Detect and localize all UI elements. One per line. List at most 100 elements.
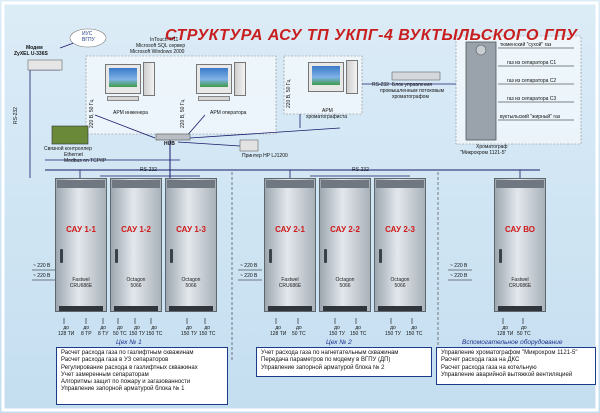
cloud-label-2: ВГПУ <box>82 37 95 43</box>
function-item: Расчет расхода газа в УЗ сепараторов <box>61 357 169 364</box>
operator-keyboard <box>198 96 230 101</box>
cloud-label-1: ИУС <box>82 31 93 37</box>
io-label-b1: до 128 ТИ <box>270 325 287 337</box>
operator-power-label: 220 В, 50 Гц <box>180 99 186 128</box>
io-label-a5: до 150 ТУ <box>129 325 145 337</box>
power-label-2a: ~ 220 В <box>240 263 258 269</box>
gas-label-1: тюменский "сухой" газ <box>500 42 552 48</box>
cabinet-controller: Fastwel CRU686E <box>69 277 93 289</box>
chromato-power-label: 220 В, 50 Гц <box>286 79 292 108</box>
cabinet-sau-vo: САУ ВО Fastwel CRU686E <box>494 178 546 312</box>
cabinet-name: САУ 2-1 <box>275 225 305 234</box>
eng-hub-link <box>94 114 156 139</box>
io-label-b4: до 150 ТС <box>350 325 367 337</box>
chromato-tower <box>346 60 358 94</box>
function-item: Управление запорной арматурой блока № 1 <box>61 386 185 393</box>
cabinet-sau-2-3: САУ 2-3 Octagon 5066 <box>374 178 426 312</box>
operator-tower <box>234 62 246 96</box>
power-label-3b: ~ 220 В <box>450 273 468 279</box>
modem-label-2: ZyXEL U-336S <box>14 51 48 57</box>
arm-chromato-label-1: АРМ <box>322 108 333 114</box>
section-2-label: Цех № 2 <box>326 339 352 346</box>
function-item: Регулирование расхода в газлифтных скваж… <box>61 364 198 371</box>
flow-unit-line-2: промышленным потоковым <box>380 88 445 94</box>
gas-label-3: газ из сепаратора С2 <box>507 78 557 84</box>
flow-unit-line-3: хроматографом <box>392 94 429 100</box>
arm-engineer-label: АРМ инженера <box>113 110 148 116</box>
cabinet-controller: Octagon 5066 <box>335 277 355 289</box>
function-item: Расчет расхода газа по газлифтным скважи… <box>61 350 194 356</box>
engineer-monitor <box>105 64 141 94</box>
flow-unit-shape <box>391 71 441 81</box>
printer-link <box>177 141 241 147</box>
power-label-3a: ~ 220 В <box>450 263 468 269</box>
arm-chromato-label-2: хроматографиста <box>306 114 347 120</box>
cabinet-sau-2-2: САУ 2-2 Octagon 5066 <box>319 178 371 312</box>
functions-box-2: Учет расхода газа по нагнетательным сква… <box>256 347 432 377</box>
modem-shape <box>27 59 63 71</box>
printer-label: Принтер HP LJ1200 <box>242 153 288 159</box>
engineer-tower <box>143 62 155 96</box>
cabinet-name: САУ 2-2 <box>330 225 360 234</box>
io-label-a4: до 50 ТС <box>113 325 127 337</box>
function-item: Управление запорной арматурой блока № 2 <box>261 364 385 371</box>
function-item: Расчет расхода газа на ДКС <box>441 357 520 364</box>
cabinet-name: САУ 1-3 <box>176 225 206 234</box>
function-item: Расчет расхода газа на котельную <box>441 364 537 371</box>
function-item: Учет замеренным сепараторам <box>61 371 149 378</box>
hub-label: HUB <box>164 141 175 147</box>
flow-unit-line-1: Блок управления <box>392 82 432 88</box>
chromatograph-label-1: Хроматограф <box>476 144 508 150</box>
chromatograph-label-2: "Микрохром 1121-5" <box>460 150 507 156</box>
server-text-1: InTouch 7/11 <box>150 37 179 43</box>
function-item: Управление хроматографом "Микрохром 1121… <box>441 350 578 356</box>
cabinet-name: САУ 1-2 <box>121 225 151 234</box>
cabinet-name: САУ 1-1 <box>66 225 96 234</box>
section-1-label: Цех № 1 <box>116 339 142 346</box>
ethernet-label: Ethernet <box>64 152 83 158</box>
functions-box-3: Управление хроматографом "Микрохром 1121… <box>436 347 596 385</box>
cabinet-sau-1-1: САУ 1-1 Fastwel CRU686E <box>55 178 107 312</box>
io-label-a8: до 150 ТС <box>199 325 216 337</box>
cabinet-sau-1-3: САУ 1-3 Octagon 5066 <box>165 178 217 312</box>
io-label-a2: до 8 ТР <box>81 325 92 337</box>
printer-shape <box>239 139 259 152</box>
arm-operator-label: АРМ оператора <box>210 110 247 116</box>
cabinet-name: САУ ВО <box>504 225 536 234</box>
hub-shape <box>155 133 191 141</box>
io-label-a7: до 150 ТУ <box>181 325 197 337</box>
io-label-c1: до 128 ТИ <box>497 325 514 337</box>
power-label-1b: ~ 220 В <box>33 273 51 279</box>
io-ticks <box>63 318 524 324</box>
power-label-1a: ~ 220 В <box>33 263 51 269</box>
rs232-chromato: RS-232 <box>372 82 389 88</box>
cloud-shape <box>69 28 107 48</box>
modem-label-1: Модем <box>26 45 43 51</box>
io-label-a3: до 8 ТУ <box>98 325 109 337</box>
gas-label-4: газ из сепаратора С3 <box>507 96 557 102</box>
cabinet-controller: Fastwel CRU686E <box>508 277 532 289</box>
gas-label-5: вуктыльский "жирный" газ <box>500 114 561 120</box>
io-label-b6: до 150 ТС <box>406 325 423 337</box>
cabinet-controller: Octagon 5066 <box>181 277 201 289</box>
cabinet-sau-1-2: САУ 1-2 Octagon 5066 <box>110 178 162 312</box>
io-label-b2: до 50 ТС <box>292 325 306 337</box>
rs232-group2-label: RS-232 <box>352 167 369 173</box>
io-label-b3: до 150 ТУ <box>329 325 345 337</box>
cabinet-controller: Octagon 5066 <box>126 277 146 289</box>
io-label-b5: до 150 ТУ <box>385 325 401 337</box>
function-item: Учет расхода газа по нагнетательным сква… <box>261 350 399 356</box>
operator-monitor <box>196 64 232 94</box>
function-item: Управление аварийной вытяжкой вентиляцие… <box>441 371 573 378</box>
gas-label-2: газ из сепаратора С1 <box>507 60 557 66</box>
rs232-group1-label: RS-232 <box>140 167 157 173</box>
function-item: Алгоритмы защит по пожару и загазованнос… <box>61 379 191 386</box>
comm-controller-shape <box>51 125 89 145</box>
chromato-monitor <box>308 62 344 92</box>
chromatograph-cabinet <box>465 41 497 141</box>
io-label-a1: до 128 ТИ <box>58 325 75 337</box>
engineer-keyboard <box>107 96 139 101</box>
